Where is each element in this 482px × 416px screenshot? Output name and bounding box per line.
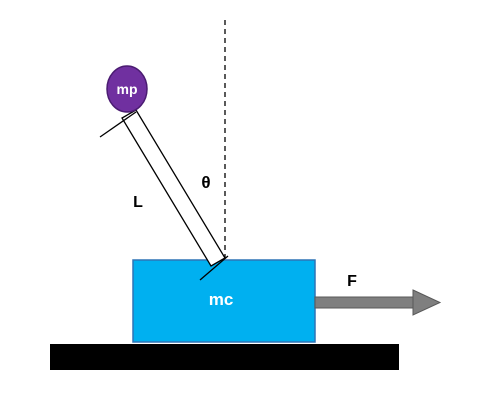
cart-mass-label: mc (209, 290, 234, 309)
length-dimension-tick-bottom (199, 255, 229, 281)
pendulum-rod (121, 109, 226, 267)
length-dimension-tick-top (99, 111, 137, 138)
length-label: L (133, 194, 143, 211)
force-arrow (314, 289, 442, 316)
angle-label: θ (201, 173, 210, 192)
cart (132, 259, 316, 343)
ground (50, 344, 399, 370)
force-label: F (347, 273, 357, 290)
pendulum-bob (106, 65, 148, 113)
pendulum-mass-label: mp (117, 81, 138, 97)
